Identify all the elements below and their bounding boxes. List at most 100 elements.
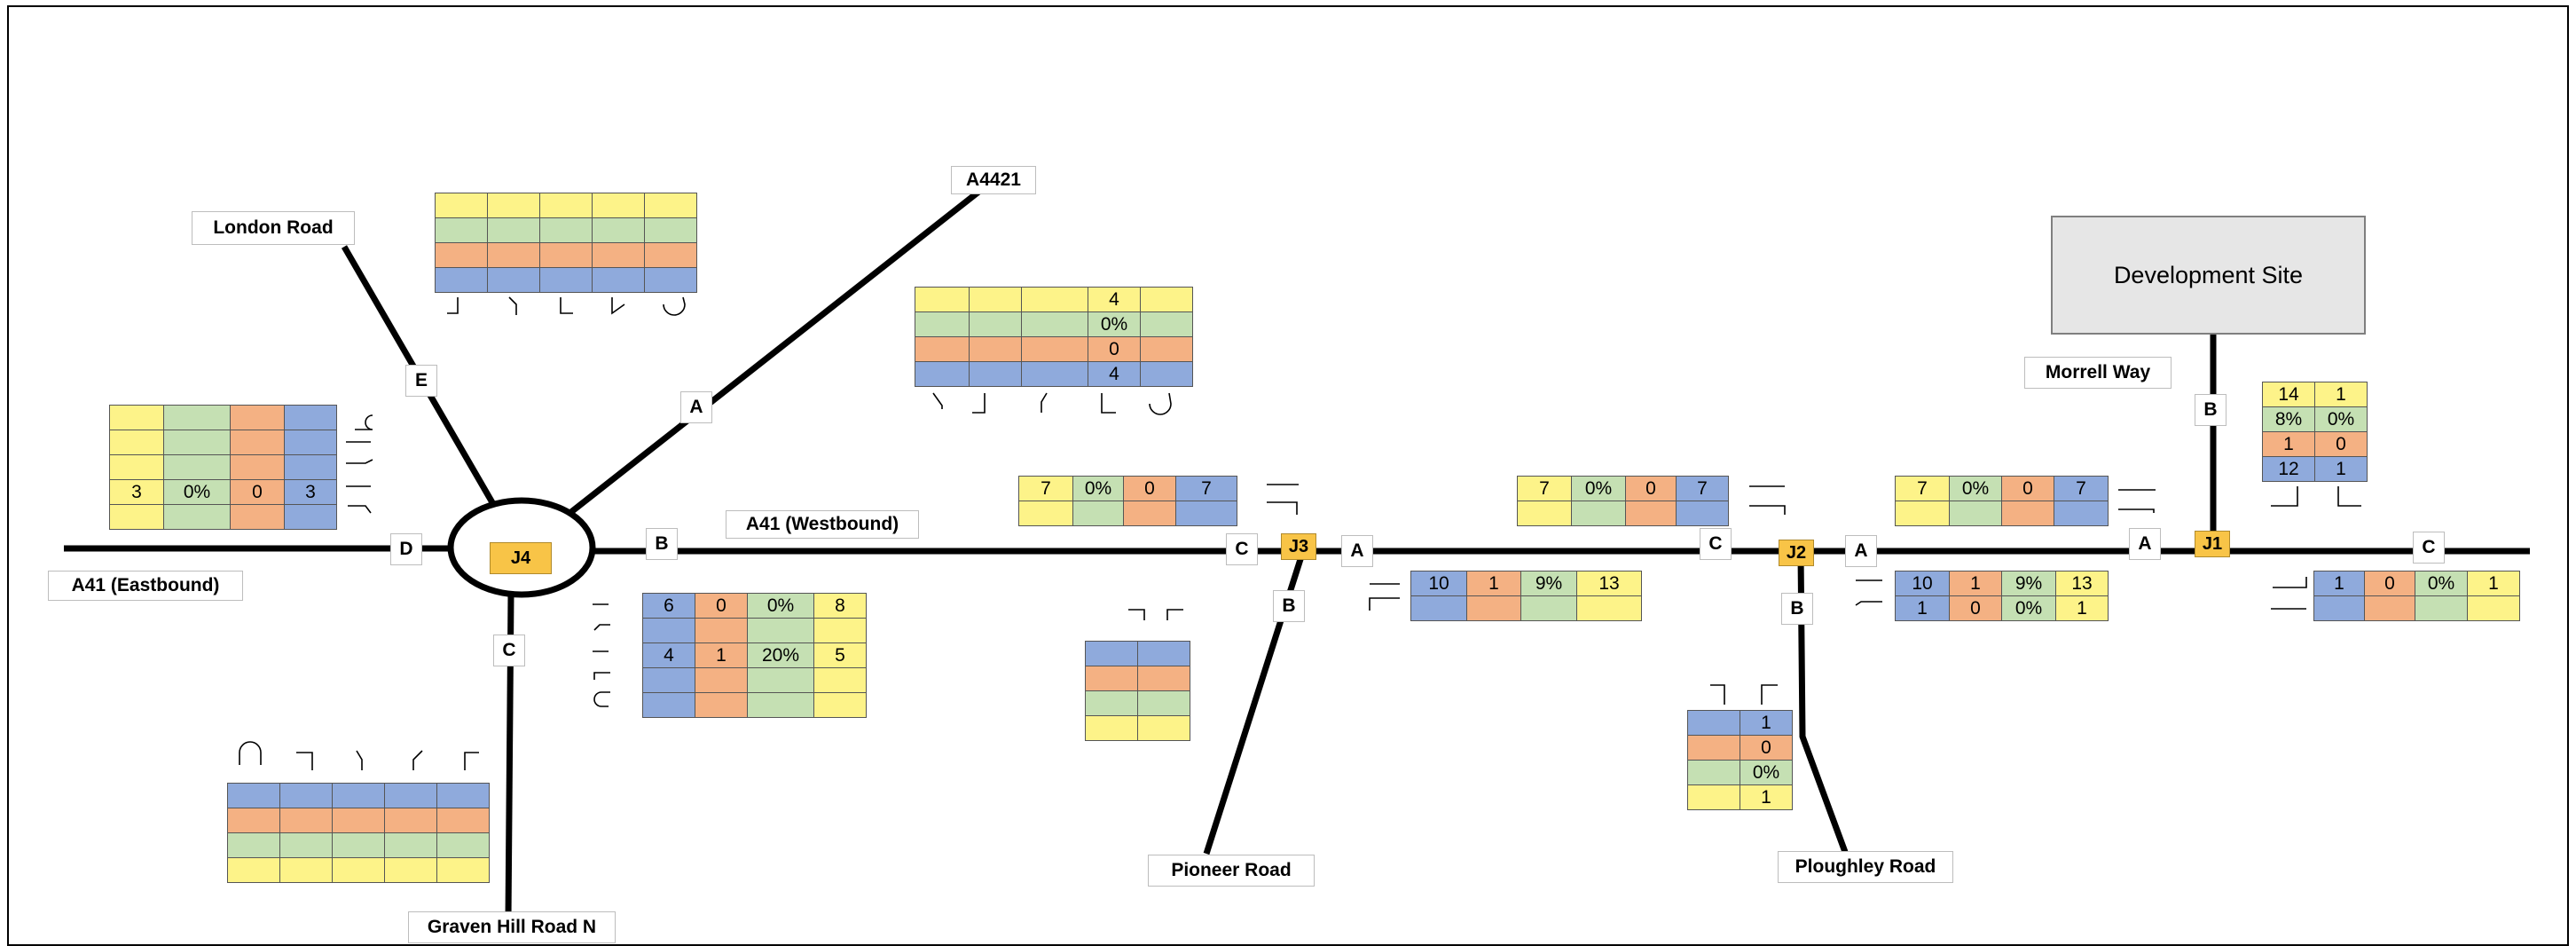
turn-arrow-icon xyxy=(1855,601,1882,606)
turn-arrow-icon xyxy=(1369,597,1400,611)
table-cell: 7 xyxy=(1018,476,1073,501)
arm-label-j2-b: B xyxy=(1781,593,1813,625)
table-cell xyxy=(109,454,164,480)
table-row xyxy=(1410,595,1642,621)
turn-arrow-icon xyxy=(239,741,262,765)
turn-arrow-icon xyxy=(972,393,986,414)
table-cell xyxy=(227,783,280,808)
table-row xyxy=(1085,666,1190,691)
table-cell xyxy=(969,336,1022,362)
table-cell: 1 xyxy=(2314,382,2368,407)
table-cell xyxy=(642,667,695,693)
table-cell xyxy=(227,857,280,883)
table-cell xyxy=(1576,595,1642,621)
road-label-a41-westbound: A41 (Westbound) xyxy=(726,510,919,539)
table-row xyxy=(435,267,697,293)
arm-label-j4-e: E xyxy=(405,365,437,397)
table-cell xyxy=(1175,501,1237,526)
table-cell xyxy=(332,783,385,808)
table-cell xyxy=(227,832,280,858)
table-row: 4 xyxy=(915,287,1193,312)
table-cell xyxy=(435,217,488,243)
table-row: 8%0% xyxy=(2262,406,2368,432)
table-cell xyxy=(592,193,645,218)
table-cell: 1 xyxy=(2313,571,2365,596)
table-cell xyxy=(1018,501,1073,526)
table-cell xyxy=(915,287,970,312)
table-cell xyxy=(642,692,695,718)
turn-arrow-icon xyxy=(2273,577,2307,588)
table-cell xyxy=(163,430,231,455)
table-cell xyxy=(1021,311,1088,337)
table-cell xyxy=(1687,760,1740,785)
table-cell: 3 xyxy=(284,479,337,505)
turn-arrow-icon xyxy=(356,750,363,770)
table-cell xyxy=(436,832,490,858)
arm-label-j3-c: C xyxy=(1226,533,1258,565)
table-cell xyxy=(1949,501,2002,526)
table-cell xyxy=(487,267,540,293)
turn-arrow-icon xyxy=(1749,505,1786,515)
table-cell: 1 xyxy=(2314,456,2368,482)
turn-arrow-icon xyxy=(348,505,372,514)
table-cell xyxy=(2364,595,2415,621)
table-cell: 10 xyxy=(1410,571,1467,596)
table-cell xyxy=(279,857,333,883)
table-cell xyxy=(2001,501,2054,526)
turn-arrow-icon xyxy=(1128,609,1145,620)
turn-arrow-icon xyxy=(593,691,610,707)
turn-arrow-icon xyxy=(296,752,313,770)
table-cell: 12 xyxy=(2262,456,2315,482)
table-cell xyxy=(230,430,285,455)
table-cell xyxy=(163,405,231,430)
table-row: 0% xyxy=(915,311,1193,337)
turn-arrow-icon xyxy=(447,297,459,314)
table-cell: 1 xyxy=(1895,595,1950,621)
table-cell: 7 xyxy=(1517,476,1572,501)
table-cell: 3 xyxy=(109,479,164,505)
table-cell xyxy=(915,311,970,337)
table-cell xyxy=(644,193,697,218)
table-cell xyxy=(695,667,748,693)
table-row: 1 xyxy=(1687,784,1793,810)
arm-label-j1-c: C xyxy=(2413,532,2445,564)
table-cell: 1 xyxy=(2262,431,2315,457)
table-cell: 0% xyxy=(1740,760,1793,785)
a4421-line xyxy=(565,187,984,517)
table-row xyxy=(1085,641,1190,666)
table-cell xyxy=(435,267,488,293)
turn-arrow-icon xyxy=(2118,508,2155,513)
turn-arrow-icon xyxy=(663,296,686,316)
turning-count-table-j4-arm-c xyxy=(227,783,490,883)
table-row xyxy=(435,242,697,268)
table-cell xyxy=(592,217,645,243)
table-cell xyxy=(487,242,540,268)
table-row xyxy=(1517,501,1729,526)
table-cell xyxy=(384,857,437,883)
arm-label-j4-d: D xyxy=(390,533,422,565)
table-row xyxy=(109,405,337,430)
table-cell xyxy=(539,193,593,218)
table-cell xyxy=(1466,595,1521,621)
turn-arrow-icon xyxy=(1267,501,1298,515)
table-cell xyxy=(1085,666,1138,691)
arm-label-j4-a: A xyxy=(680,391,712,423)
table-cell xyxy=(332,857,385,883)
table-cell xyxy=(747,618,814,643)
table-cell xyxy=(644,242,697,268)
junction-j2: J2 xyxy=(1779,540,1814,566)
table-row: 1 xyxy=(1687,710,1793,736)
table-cell xyxy=(230,454,285,480)
table-row xyxy=(109,504,337,530)
table-cell xyxy=(813,618,867,643)
